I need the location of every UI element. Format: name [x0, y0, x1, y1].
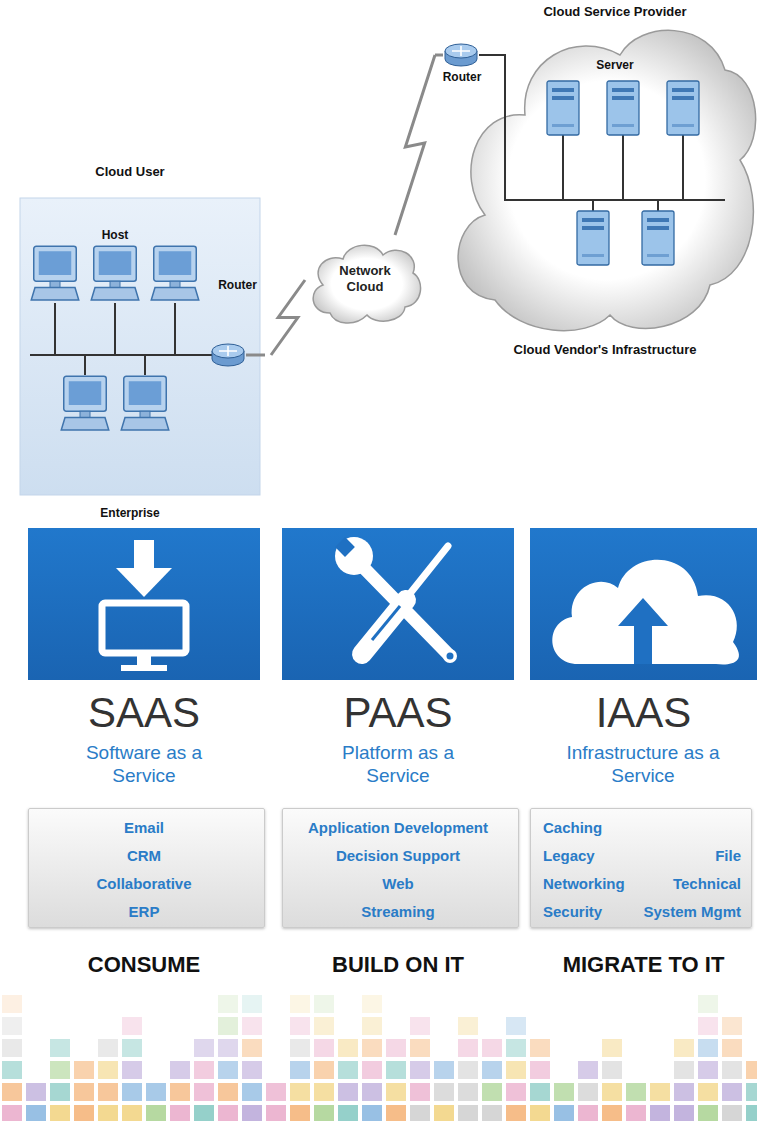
service-item: Email	[29, 819, 259, 837]
connector-line	[395, 55, 435, 235]
decorative-color-band	[2, 995, 757, 1121]
lightning-link	[271, 280, 305, 355]
service-item: File	[641, 847, 741, 865]
group-title: Cloud Service Provider	[465, 4, 757, 20]
cloud-provider-cloud-art	[435, 0, 757, 365]
part-label: Router	[435, 70, 489, 84]
action-caption: CONSUME	[28, 952, 260, 978]
lightning-link	[395, 55, 435, 235]
part-label: Host	[75, 228, 155, 242]
connector-line	[271, 280, 305, 355]
saas-tile	[28, 528, 260, 680]
group-caption: Enterprise	[15, 506, 245, 520]
network-cloud: Network Cloud	[305, 235, 425, 325]
service-acronym: SAAS	[28, 688, 260, 738]
service-item: Technical	[641, 875, 741, 893]
cloud-label: Network Cloud	[325, 263, 405, 294]
service-item: Security	[543, 903, 628, 921]
service-item: Networking	[543, 875, 643, 893]
service-item: CRM	[29, 847, 259, 865]
service-item: Decision Support	[283, 847, 513, 865]
service-item: Web	[283, 875, 513, 893]
service-item: Caching	[543, 819, 643, 837]
service-item: Collaborative	[29, 875, 259, 893]
service-name: Software as a Service	[84, 742, 204, 788]
action-caption: BUILD ON IT	[282, 952, 514, 978]
service-item: ERP	[29, 903, 259, 921]
cloud-user-panel: Cloud UserHostRouterEnterprise	[15, 160, 271, 530]
action-caption: MIGRATE TO IT	[530, 952, 757, 978]
group-title: Cloud User	[15, 164, 245, 180]
service-item: System Mgmt	[631, 903, 741, 921]
cloud-provider-cloud: Cloud Service ProviderServerRouterCloud …	[435, 0, 757, 365]
cloud-user-panel-art	[15, 160, 265, 530]
service-item: Application Development	[283, 819, 513, 837]
service-acronym: IAAS	[530, 688, 757, 738]
service-name: Infrastructure as a Service	[564, 742, 722, 788]
service-item: Legacy	[543, 847, 633, 865]
iaas-tile	[530, 528, 757, 680]
service-list-box: CachingLegacy FileNetworkingTechnicalSecu…	[530, 808, 752, 928]
part-label: Server	[565, 58, 665, 72]
service-acronym: PAAS	[282, 688, 514, 738]
part-label: Router	[210, 278, 265, 292]
service-list-box: Application DevelopmentDecision SupportW…	[282, 808, 519, 928]
service-name: Platform as a Service	[338, 742, 458, 788]
service-item: Streaming	[283, 903, 513, 921]
group-caption: Cloud Vendor's Infrastructure	[455, 342, 755, 358]
paas-tile	[282, 528, 514, 680]
service-list-box: EmailCRM CollaborativeERP	[28, 808, 265, 928]
